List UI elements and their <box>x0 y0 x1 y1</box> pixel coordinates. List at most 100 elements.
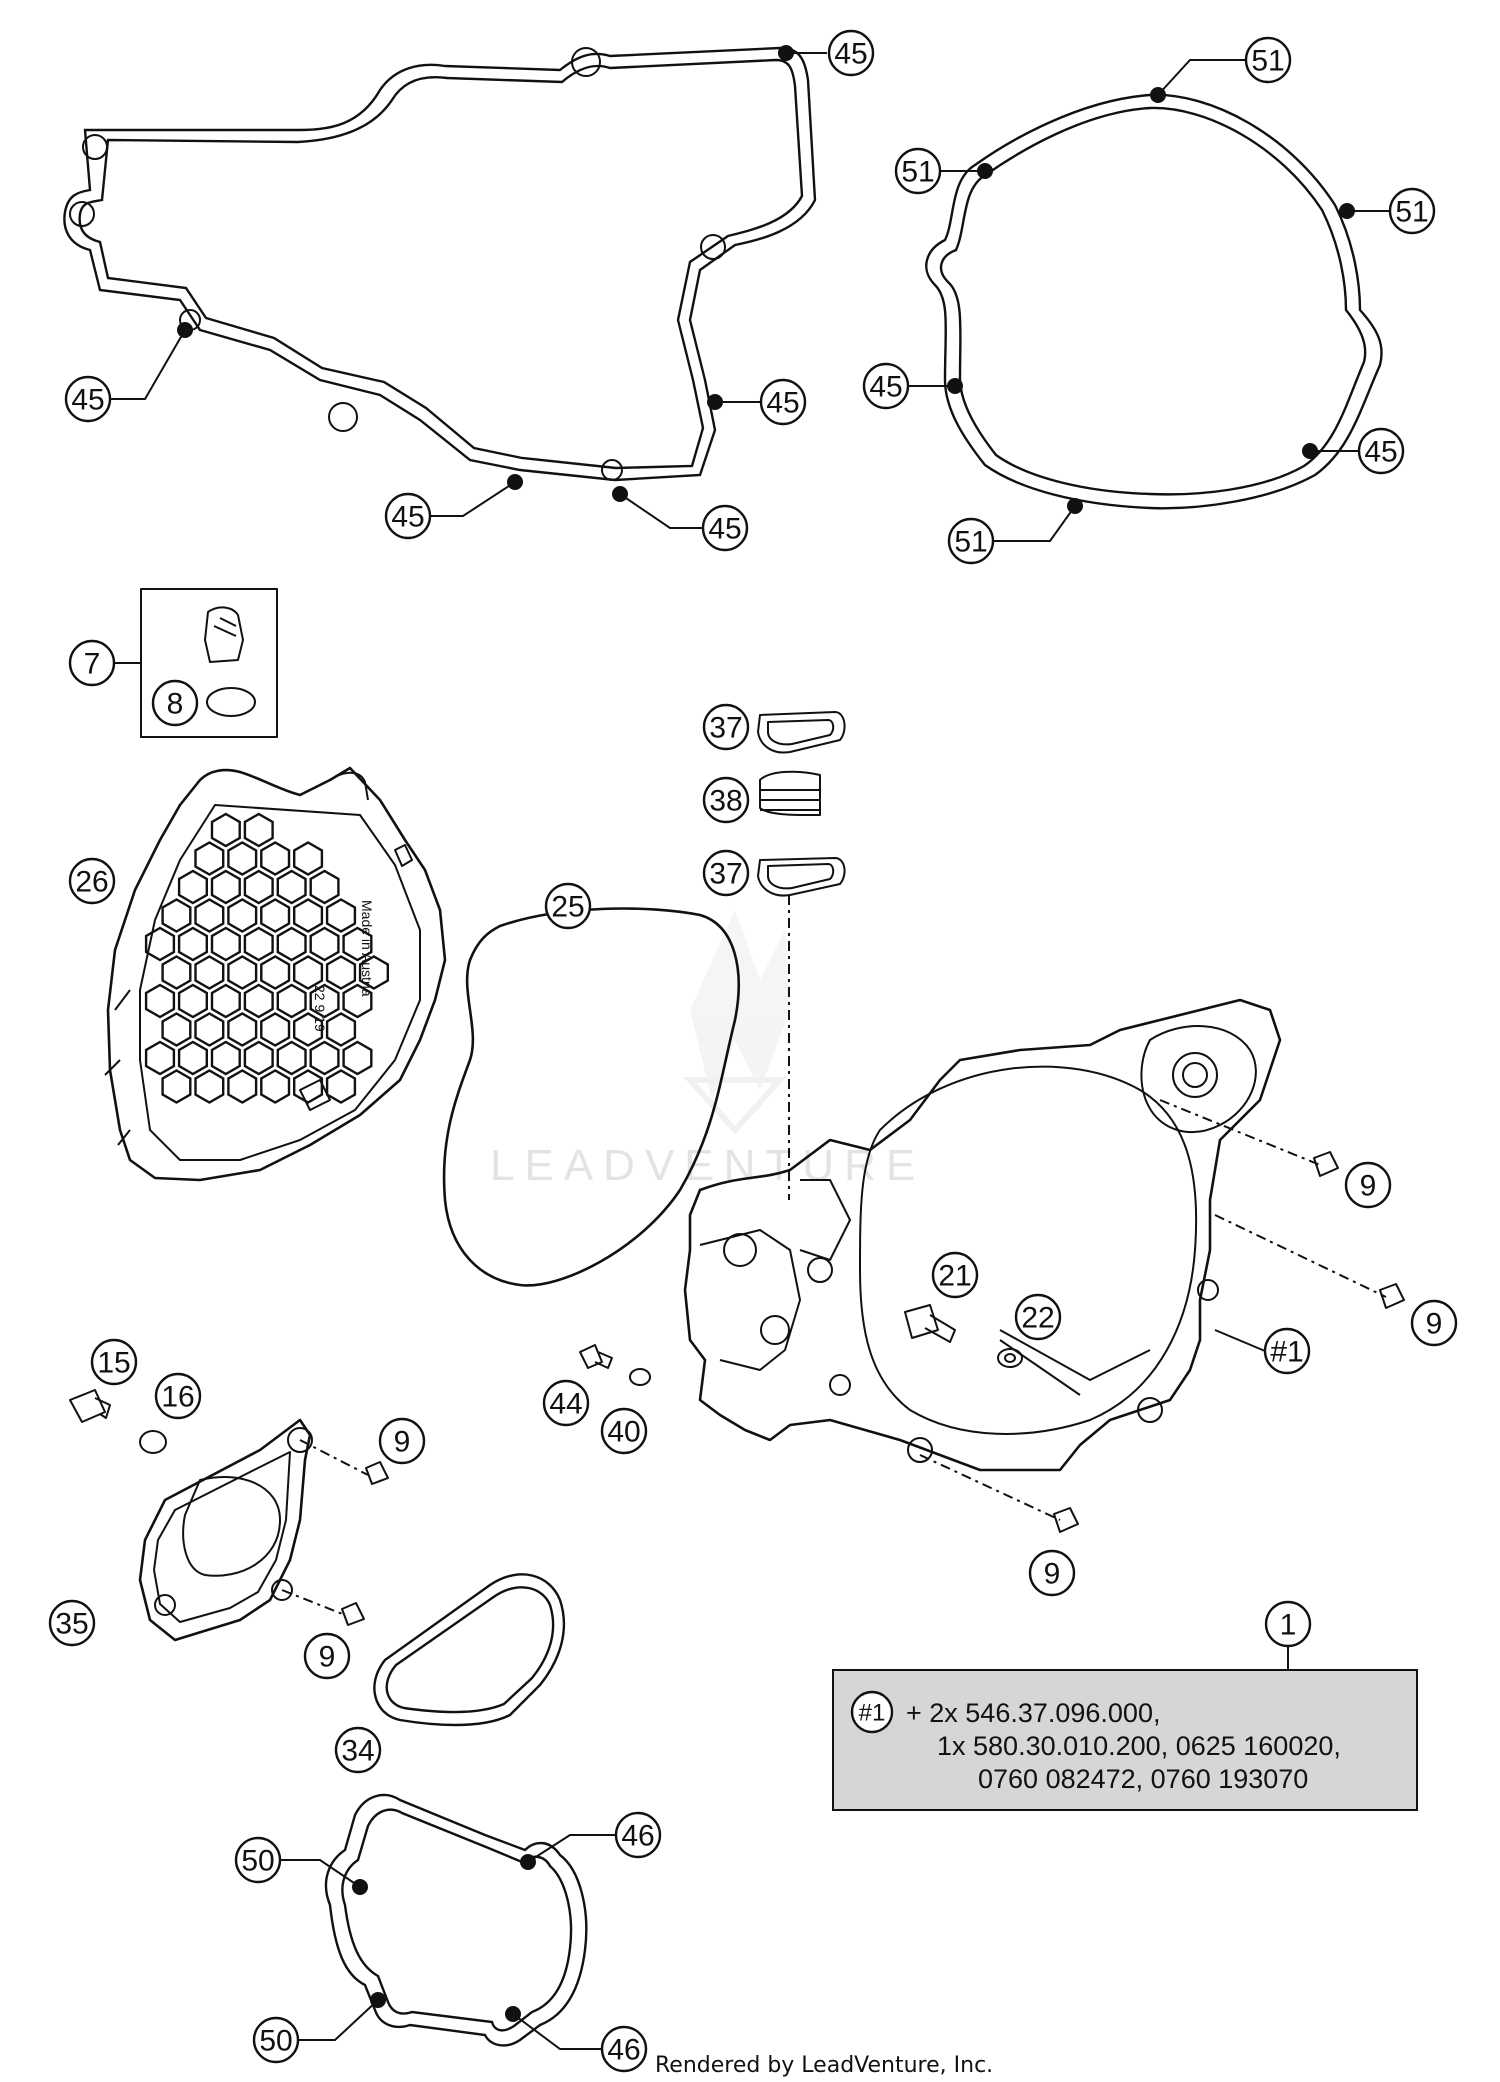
callout-22-24: 22 <box>1014 1293 1062 1341</box>
honeycomb-cell <box>309 1040 340 1076</box>
note-badge <box>850 1690 894 1734</box>
honeycomb-cell <box>243 926 274 962</box>
callout-number: 45 <box>391 501 424 534</box>
callout-circle <box>1357 427 1405 475</box>
callout-number: 44 <box>549 1388 582 1421</box>
callout-37-15: 37 <box>702 849 750 897</box>
callout-circle <box>384 492 432 540</box>
callout-leader-line <box>280 1859 361 1888</box>
callout-number: 35 <box>55 1608 88 1641</box>
callout-circle <box>701 504 749 552</box>
callout-40-29: 40 <box>600 1407 648 1455</box>
callout-anchor-dot <box>520 1854 536 1870</box>
callout-number: 50 <box>259 2025 292 2058</box>
honeycomb-cell <box>177 869 209 905</box>
callout-leader-line <box>512 2013 602 2050</box>
note-box: #1 + 2x 546.37.096.000, 1x 580.30.010.20… <box>832 1669 1418 1811</box>
callout-leader-line <box>619 493 705 529</box>
water-pump-gasket <box>373 1573 566 1727</box>
ignition-cover-gasket <box>925 93 1383 510</box>
callout-leader-line <box>1214 1329 1266 1352</box>
callout-51-8: 51 <box>894 147 993 195</box>
honeycomb-cell <box>325 1069 357 1104</box>
honeycomb-screen <box>144 812 389 1104</box>
honeycomb-cell <box>260 1012 291 1047</box>
honeycomb-cell <box>276 1040 307 1076</box>
callout-anchor-dot <box>947 378 963 394</box>
callout-44-28: 44 <box>542 1379 590 1427</box>
callout-circle <box>1264 1600 1312 1648</box>
callout-9-21: 9 <box>378 1417 426 1465</box>
cover-print-text: Made in Austria <box>359 900 375 997</box>
callout-anchor-dot <box>612 486 628 502</box>
callout-number: 45 <box>834 38 867 71</box>
honeycomb-cell <box>161 955 192 990</box>
callout-number: 7 <box>84 648 101 681</box>
callout-26-16: 26 <box>68 857 116 905</box>
seal-16 <box>139 1430 167 1454</box>
honeycomb-cell <box>194 1069 225 1104</box>
bolt-9-upper <box>1159 1099 1339 1177</box>
honeycomb-cell <box>194 955 225 990</box>
callout-45-3: 45 <box>384 474 523 540</box>
note-badge-text: #1 <box>859 1700 886 1727</box>
honeycomb-cell <box>342 1040 373 1076</box>
washer-22 <box>997 1348 1023 1368</box>
callout-leader-line <box>108 329 186 400</box>
watermark-text: LEADVENTURE <box>490 1141 925 1190</box>
callout-9-18: 9 <box>1344 1161 1392 1209</box>
callout-leader-line <box>993 505 1076 542</box>
callout-number: 9 <box>319 1641 336 1674</box>
callout-circle <box>1410 1299 1458 1347</box>
callout-number: 45 <box>708 513 741 546</box>
honeycomb-cell <box>325 898 357 933</box>
callout-46-36: 46 <box>505 2006 648 2073</box>
callout-number: 1 <box>1280 1609 1297 1642</box>
callout-number: 9 <box>1360 1170 1377 1203</box>
callout-anchor-dot <box>177 322 193 338</box>
callout-51-9: 51 <box>1339 187 1436 235</box>
honeycomb-cell <box>293 841 324 876</box>
callout-number: 9 <box>394 1426 411 1459</box>
callout-n1-25: #1 <box>1214 1327 1311 1375</box>
honeycomb-cell <box>293 898 324 933</box>
callout-circle <box>542 1379 590 1427</box>
honeycomb-cell <box>260 1069 291 1104</box>
screw-44 <box>579 1344 613 1369</box>
callout-45-2: 45 <box>707 378 807 426</box>
callout-leader-line <box>1157 59 1246 96</box>
honeycomb-cell <box>293 1069 324 1104</box>
check-valve-stack <box>757 711 846 1200</box>
honeycomb-cell <box>243 983 274 1019</box>
honeycomb-cell <box>309 983 340 1019</box>
honeycomb-cell <box>325 1012 357 1047</box>
callout-circle <box>151 679 199 727</box>
honeycomb-cell <box>144 1040 176 1076</box>
callout-circle <box>1014 1293 1062 1341</box>
callout-number: 45 <box>869 371 902 404</box>
clutch-outer-cover: Made in Austria 22 9 19 <box>104 766 447 1182</box>
honeycomb-cell <box>293 955 324 990</box>
callout-anchor-dot <box>1067 498 1083 514</box>
callout-anchor-dot <box>505 2006 521 2022</box>
bolt-9-lower <box>919 1454 1079 1533</box>
callout-circle <box>931 1251 979 1299</box>
honeycomb-cell <box>342 983 373 1019</box>
callout-35-30: 35 <box>48 1599 96 1647</box>
note-line-2: 1x 580.30.010.200, 0625 160020, <box>937 1731 1341 1761</box>
callout-circle <box>64 375 112 423</box>
callout-circle <box>894 147 942 195</box>
callout-45-4: 45 <box>612 486 749 552</box>
honeycomb-cell <box>194 898 225 933</box>
callout-anchor-dot <box>370 1992 386 2008</box>
callout-number: 26 <box>75 866 108 899</box>
callout-34-31: 34 <box>334 1726 382 1774</box>
callout-circle <box>234 1836 282 1884</box>
callout-circle <box>759 378 807 426</box>
callout-circle <box>544 882 592 930</box>
clutch-cover-gasket <box>63 46 817 482</box>
cover-o-ring <box>442 907 740 1287</box>
